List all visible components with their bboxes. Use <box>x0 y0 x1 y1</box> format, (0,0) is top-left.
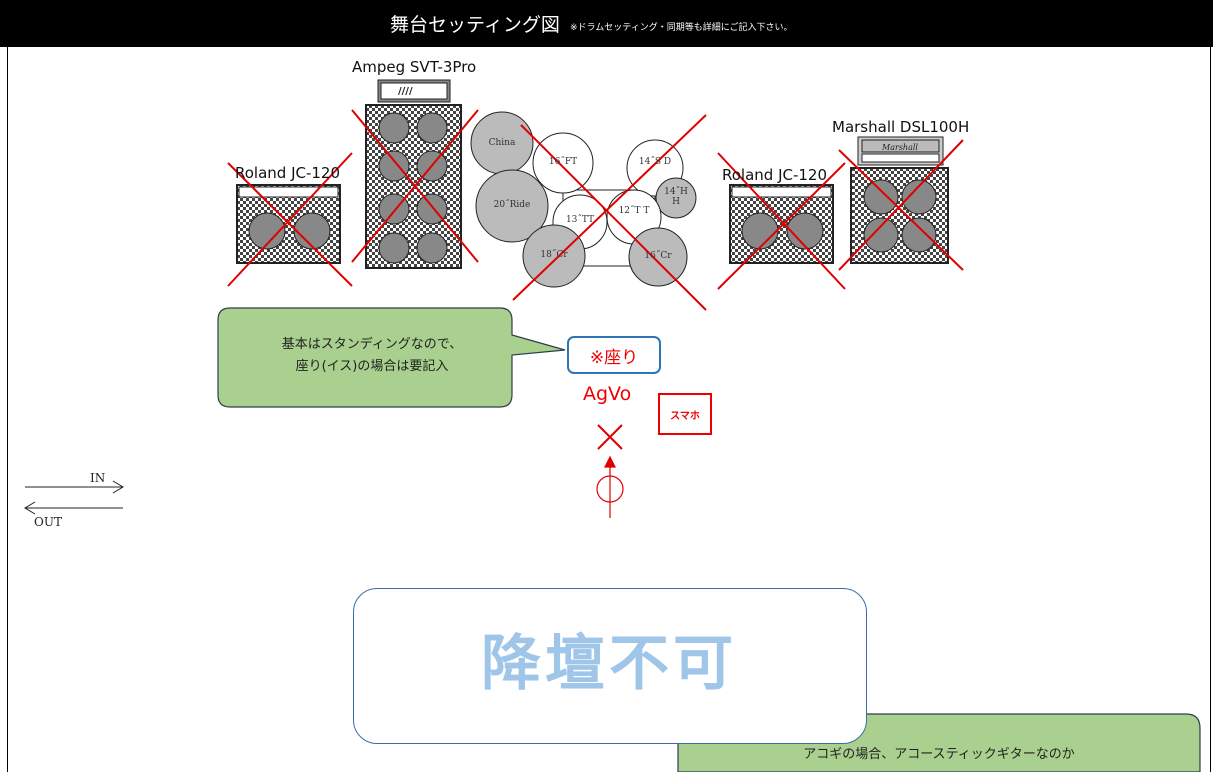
tom-12-label: 12˝T T <box>618 206 650 216</box>
china-label: China <box>488 138 516 148</box>
callout-left-text: 基本はスタンディングなので、 座り(イス)の場合は要記入 <box>232 334 512 378</box>
roland-right-label: Roland JC-120 <box>722 166 828 184</box>
out-label: OUT <box>34 515 62 529</box>
callout-bottom-text: アコギの場合、アコースティックギターなのか <box>803 747 1075 762</box>
seated-label: ※座り <box>567 336 661 374</box>
roland-amp-left <box>236 184 341 264</box>
marshall-cabinet <box>850 167 949 264</box>
floor-tom-label: 16˝FT <box>548 157 578 167</box>
frame-border-left <box>7 47 8 772</box>
crash-16-label: 16˝Cr <box>644 251 672 261</box>
header-bar: 舞台セッティング図 ※ドラムセッティング・同期等も詳細にご記入下さい。 <box>0 0 1213 47</box>
no-stage-down-box <box>353 588 867 744</box>
svg-text:////: //// <box>398 86 413 97</box>
roland-left-label: Roland JC-120 <box>235 164 341 182</box>
hi-hat <box>655 177 697 219</box>
page-title: 舞台セッティング図 <box>390 14 560 36</box>
floor-tom <box>532 132 594 194</box>
crash-18-label: 18˝Cr <box>540 250 568 260</box>
in-out-arrows <box>24 480 124 515</box>
no-stage-down-text: 降壇不可 <box>481 629 737 699</box>
callout-left-line2: 座り(イス)の場合は要記入 <box>295 359 449 374</box>
ampeg-head: //// <box>377 79 451 103</box>
marshall-label: Marshall DSL100H <box>832 118 970 136</box>
tom-13-label: 13˝TT <box>565 215 595 225</box>
snare-label: 14˝S D <box>638 157 672 167</box>
roland-amp-right <box>729 184 834 264</box>
crash-16 <box>628 227 688 287</box>
mic-stand-icon <box>596 455 624 518</box>
callout-bubble-left <box>217 307 566 408</box>
phone-label: スマホ <box>658 393 712 435</box>
in-label: IN <box>90 471 106 485</box>
ride-label: 20˝Ride <box>493 200 531 210</box>
frame-border-right <box>1210 47 1211 772</box>
cancel-crosses <box>227 109 964 311</box>
ride-cymbal <box>475 169 549 243</box>
drum-kit <box>470 111 697 288</box>
marshall-logo: Marshall <box>881 143 918 152</box>
callout-left-line1: 基本はスタンディングなので、 <box>281 337 463 352</box>
vocal-position-marker <box>597 424 623 450</box>
header-note: ※ドラムセッティング・同期等も詳細にご記入下さい。 <box>570 23 793 33</box>
marshall-head: Marshall <box>857 136 944 166</box>
crash-18 <box>522 224 586 288</box>
hi-hat-label: 14˝H H <box>664 187 688 207</box>
vocal-label: AgVo <box>583 383 632 405</box>
ampeg-label: Ampeg SVT-3Pro <box>352 58 477 76</box>
